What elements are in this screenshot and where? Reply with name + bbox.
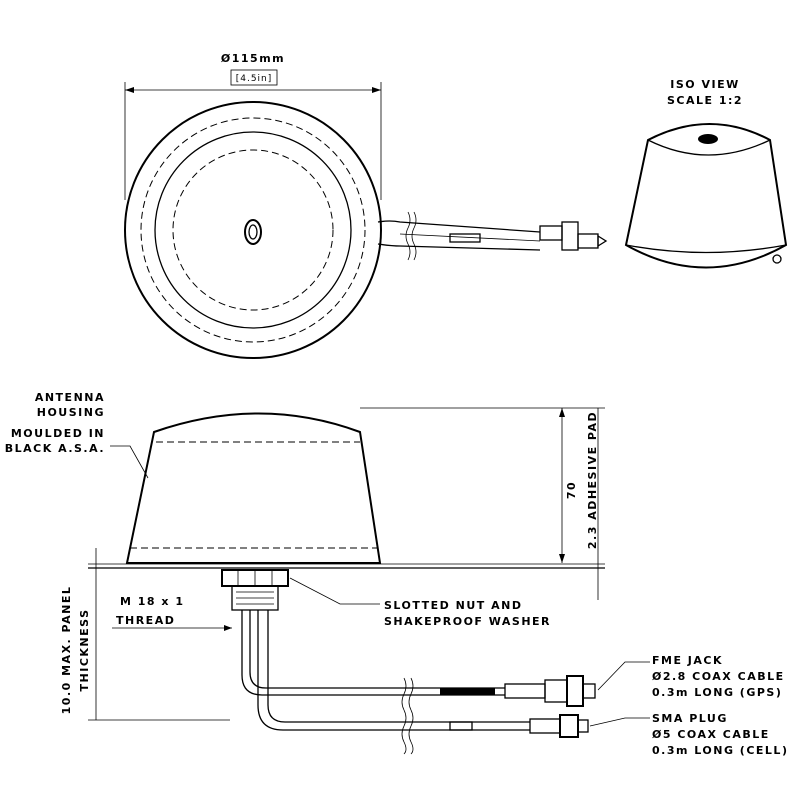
sma-nut (559, 714, 579, 738)
iso-center-hole (698, 134, 718, 144)
connector-tip-1 (577, 233, 599, 249)
nut-label-1: SLOTTED NUT AND (384, 599, 522, 612)
connector-body-1 (539, 225, 563, 241)
cable-top-mid (399, 233, 541, 242)
iso-view-label: ISO VIEW (670, 78, 739, 91)
iso-body (624, 123, 788, 269)
thread-label-2: THREAD (116, 614, 175, 627)
diameter-inch-label: [4.5in] (236, 74, 273, 84)
gps-cable-outer (241, 610, 505, 696)
sma-leader (589, 717, 650, 727)
break-mark-4 (408, 677, 414, 755)
cell-cable-outer (257, 610, 530, 731)
fme-sleeve (544, 679, 568, 703)
sma-label-3: 0.3m LONG (CELL) (652, 744, 788, 757)
connector-nut-1 (561, 221, 579, 251)
iso-top-edge (647, 139, 771, 156)
sma-label-2: Ø5 COAX CABLE (652, 728, 770, 741)
housing-label-4: BLACK A.S.A. (5, 442, 105, 455)
fme-leader (597, 661, 650, 691)
cell-sleeve (449, 721, 473, 731)
center-hole-inner (248, 224, 258, 240)
housing-profile (125, 412, 382, 564)
sma-tip (577, 719, 589, 733)
nut-label-2: SHAKEPROOF WASHER (384, 615, 551, 628)
outer-rim (124, 101, 382, 359)
housing-label-2: HOUSING (37, 406, 105, 419)
side-view: 70 2.3 ADHESIVE PAD ANTENNA HOUSING MOUL… (5, 391, 788, 757)
fme-label-3: 0.3m LONG (GPS) (652, 686, 782, 699)
fme-body (504, 683, 546, 699)
cell-cable-inner (267, 610, 530, 723)
housing-label-3: MOULDED IN (11, 427, 105, 440)
fme-nut (566, 675, 584, 707)
inch-box (230, 69, 278, 86)
housing-label-1: ANTENNA (35, 391, 105, 404)
sma-body (529, 718, 561, 734)
fme-tip (582, 683, 596, 699)
height-arrow-top (559, 408, 565, 417)
diameter-label: Ø115mm (221, 52, 285, 65)
iso-scale-label: SCALE 1:2 (667, 94, 743, 107)
dashed-ring-outer (140, 117, 366, 343)
sma-label-1: SMA PLUG (652, 712, 728, 725)
center-hole (244, 219, 262, 245)
height-label: 70 (565, 481, 578, 499)
arrow-right (372, 87, 381, 93)
housing-leader (110, 445, 149, 479)
pad-label: 2.3 ADHESIVE PAD (586, 411, 599, 549)
thread-label-1: M 18 x 1 (120, 595, 185, 608)
cable-top-lower (377, 243, 541, 251)
iso-base-edge (625, 244, 787, 254)
iso-view: ISO VIEW SCALE 1:2 (624, 78, 788, 269)
break-mark-1 (405, 211, 411, 261)
thread-arrow (224, 625, 232, 631)
dashed-ring-inner (172, 149, 334, 311)
gps-sleeve (440, 688, 495, 695)
cable-top-upper (377, 220, 541, 233)
iso-cable-stub (772, 254, 782, 264)
fme-label-2: Ø2.8 COAX CABLE (652, 670, 785, 683)
fme-label-1: FME JACK (652, 654, 723, 667)
thread-stem (231, 585, 279, 611)
height-arrow-bottom (559, 554, 565, 563)
cable-sleeve (449, 233, 481, 243)
panel-label-1: 10.0 MAX. PANEL (60, 586, 73, 715)
top-view: Ø115mm [4.5in] (124, 52, 608, 359)
connector-pin (597, 234, 608, 248)
dome-edge (154, 131, 352, 329)
break-mark-3 (401, 677, 407, 755)
nut-leader (289, 577, 380, 605)
panel-label-2: THICKNESS (78, 609, 91, 692)
arrow-left (125, 87, 134, 93)
break-mark-2 (411, 211, 417, 261)
gps-cable-inner (249, 610, 505, 689)
